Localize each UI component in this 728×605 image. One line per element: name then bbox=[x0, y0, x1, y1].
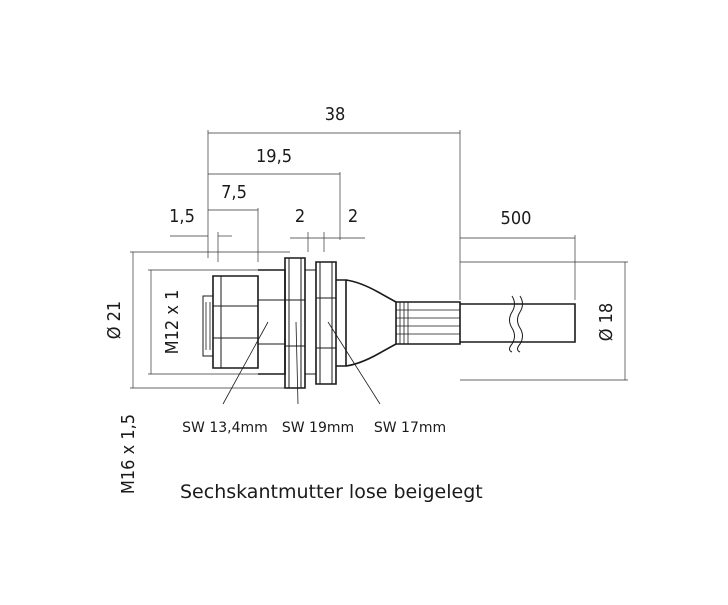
dim-cable-length: 500 bbox=[501, 208, 532, 229]
hex-nut-note: Sechskantmutter lose beigelegt bbox=[180, 481, 483, 503]
dim-nut-gap-2: 2 bbox=[348, 206, 358, 227]
dimension-lines bbox=[130, 130, 628, 389]
dim-7-5: 7,5 bbox=[221, 182, 247, 203]
dim-nut-gap-1: 2 bbox=[295, 206, 305, 227]
dim-thread-m12: M12 x 1 bbox=[162, 290, 183, 355]
wrench-size-labels: SW 13,4mm SW 19mm SW 17mm bbox=[182, 420, 446, 436]
sw-middle-label: SW 19mm bbox=[282, 420, 354, 436]
dimension-labels: 38 19,5 7,5 1,5 2 2 500 Ø 21 M12 x 1 Ø 1… bbox=[104, 104, 617, 494]
sw-rear-label: SW 17mm bbox=[374, 420, 446, 436]
connector-body bbox=[202, 257, 576, 389]
dim-1-5: 1,5 bbox=[169, 206, 195, 227]
sw-front-label: SW 13,4mm bbox=[182, 420, 268, 436]
dim-19-5: 19,5 bbox=[256, 146, 292, 167]
leader-lines bbox=[222, 321, 381, 405]
dim-thread-m16: M16 x 1,5 bbox=[118, 414, 139, 494]
dim-overall-length: 38 bbox=[325, 104, 346, 125]
dim-diameter-18: Ø 18 bbox=[596, 303, 617, 342]
dim-diameter-21: Ø 21 bbox=[104, 301, 125, 340]
